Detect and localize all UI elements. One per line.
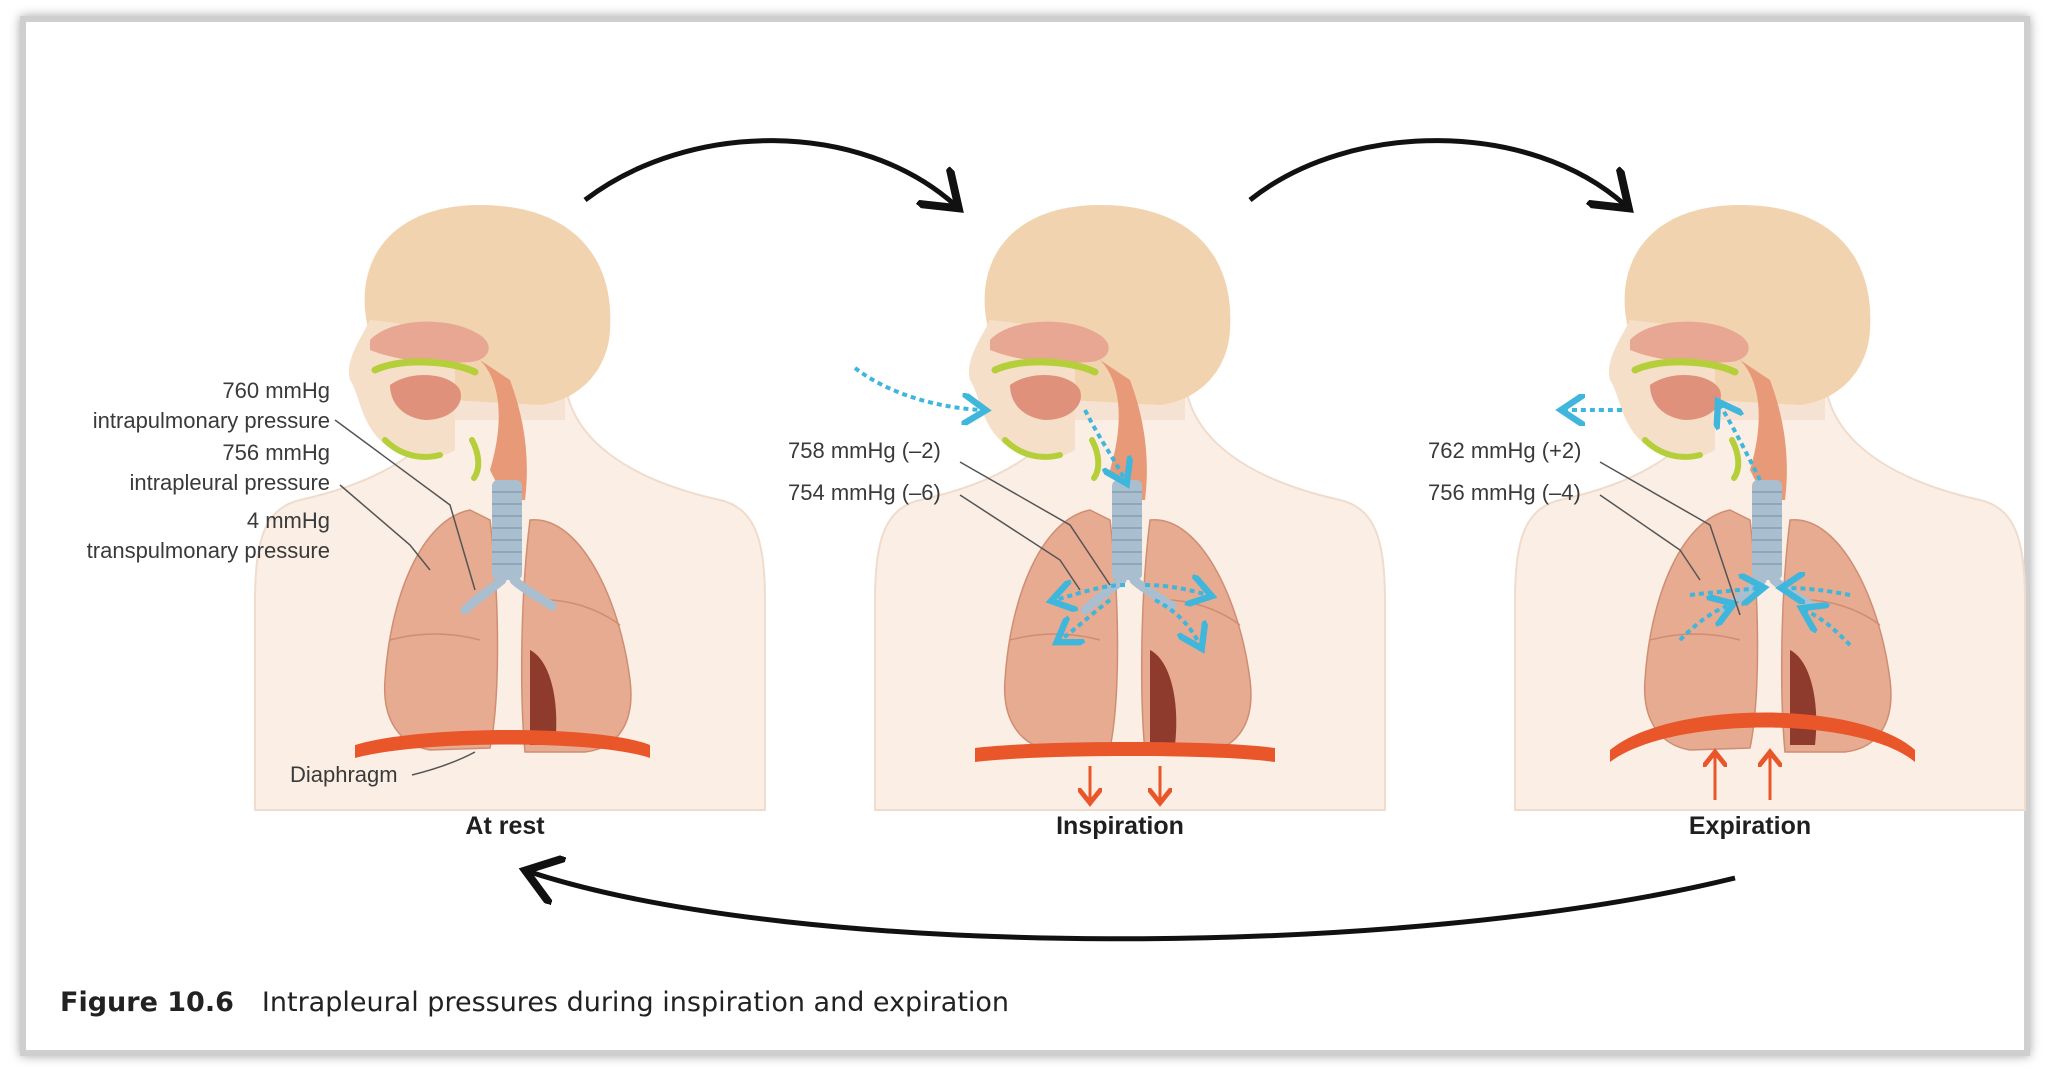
figure-number: Figure 10.6 [60,987,234,1018]
rest-intrapulmonary-annotation: 760 mmHg intrapulmonary pressure [40,376,330,436]
airflow-inhale [853,366,982,410]
person-at-rest [255,205,765,810]
stage-label-inspiration: Inspiration [1056,812,1184,840]
expiration-intrapleural-value: 756 mmHg (–4) [1428,480,1581,505]
leader-lines [334,419,1741,776]
rest-intrapulmonary-value: 760 mmHg [222,378,330,403]
rest-intrapleural-value: 756 mmHg [222,440,330,465]
arrow-rest-to-inspiration [583,138,955,205]
figure-caption-text: Intrapleural pressures during inspiratio… [261,987,1010,1018]
person-expiration [1515,205,2025,810]
rest-intrapleural-annotation: 756 mmHg intrapleural pressure [40,438,330,498]
inspiration-intrapulmonary-value: 758 mmHg (–2) [788,438,941,463]
figure-caption: Figure 10.6 Intrapleural pressures during… [60,987,1009,1018]
inspiration-intrapleural-value: 754 mmHg (–6) [788,480,941,505]
expiration-intrapulmonary-value: 762 mmHg (+2) [1428,438,1582,463]
rest-transpulmonary-annotation: 4 mmHg transpulmonary pressure [40,506,330,566]
rest-intrapulmonary-desc: intrapulmonary pressure [92,408,330,433]
rest-intrapleural-desc: intrapleural pressure [129,470,330,495]
diaphragm-at-rest [355,730,650,758]
rest-transpulmonary-desc: transpulmonary pressure [86,538,330,563]
diaphragm-expiration [1610,712,1915,762]
stage-label-at-rest: At rest [465,812,545,840]
arrow-expiration-to-rest [530,872,1736,942]
rest-transpulmonary-value: 4 mmHg [246,508,330,533]
diaphragm-label: Diaphragm [290,762,398,787]
stage-label-expiration: Expiration [1688,812,1812,840]
person-inspiration [853,205,1385,810]
diaphragm-inspiration [975,742,1275,762]
arrow-inspiration-to-expiration [1248,138,1625,205]
